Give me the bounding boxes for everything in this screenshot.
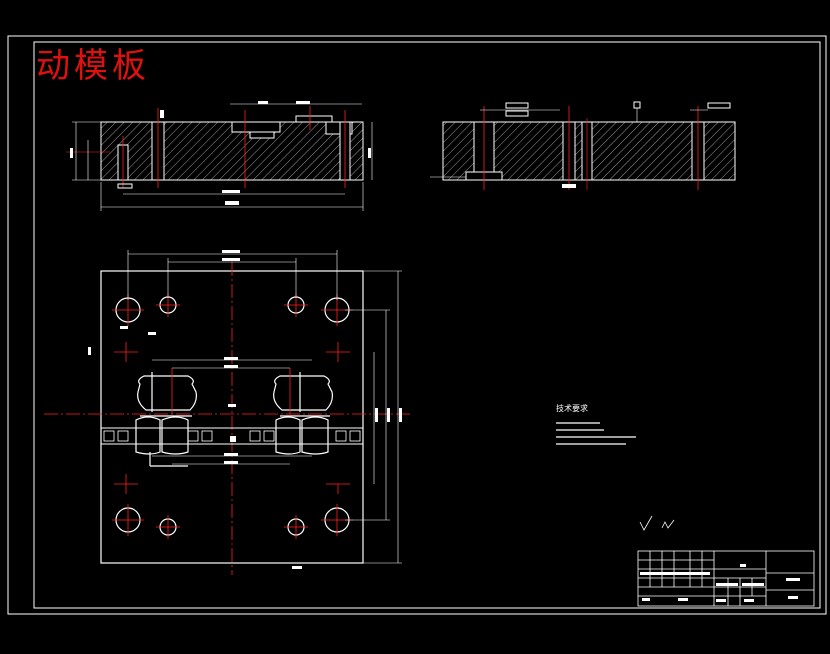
plan-view <box>44 250 410 575</box>
pocket-cut <box>231 121 281 133</box>
outer-frame <box>7 35 827 615</box>
cavity-left <box>135 372 197 467</box>
title-block <box>637 550 815 607</box>
roughness-symbol <box>639 515 675 531</box>
side-section-view <box>430 101 736 190</box>
tech-req-title: 技术要求 <box>556 403 588 413</box>
cavity-right <box>273 372 333 455</box>
inner-frame <box>33 41 821 609</box>
front-section-view <box>66 101 373 211</box>
runner-channel <box>100 427 364 445</box>
technical-requirements: 技术要求 <box>556 403 636 445</box>
drawing-title: 动模板 <box>36 46 150 86</box>
